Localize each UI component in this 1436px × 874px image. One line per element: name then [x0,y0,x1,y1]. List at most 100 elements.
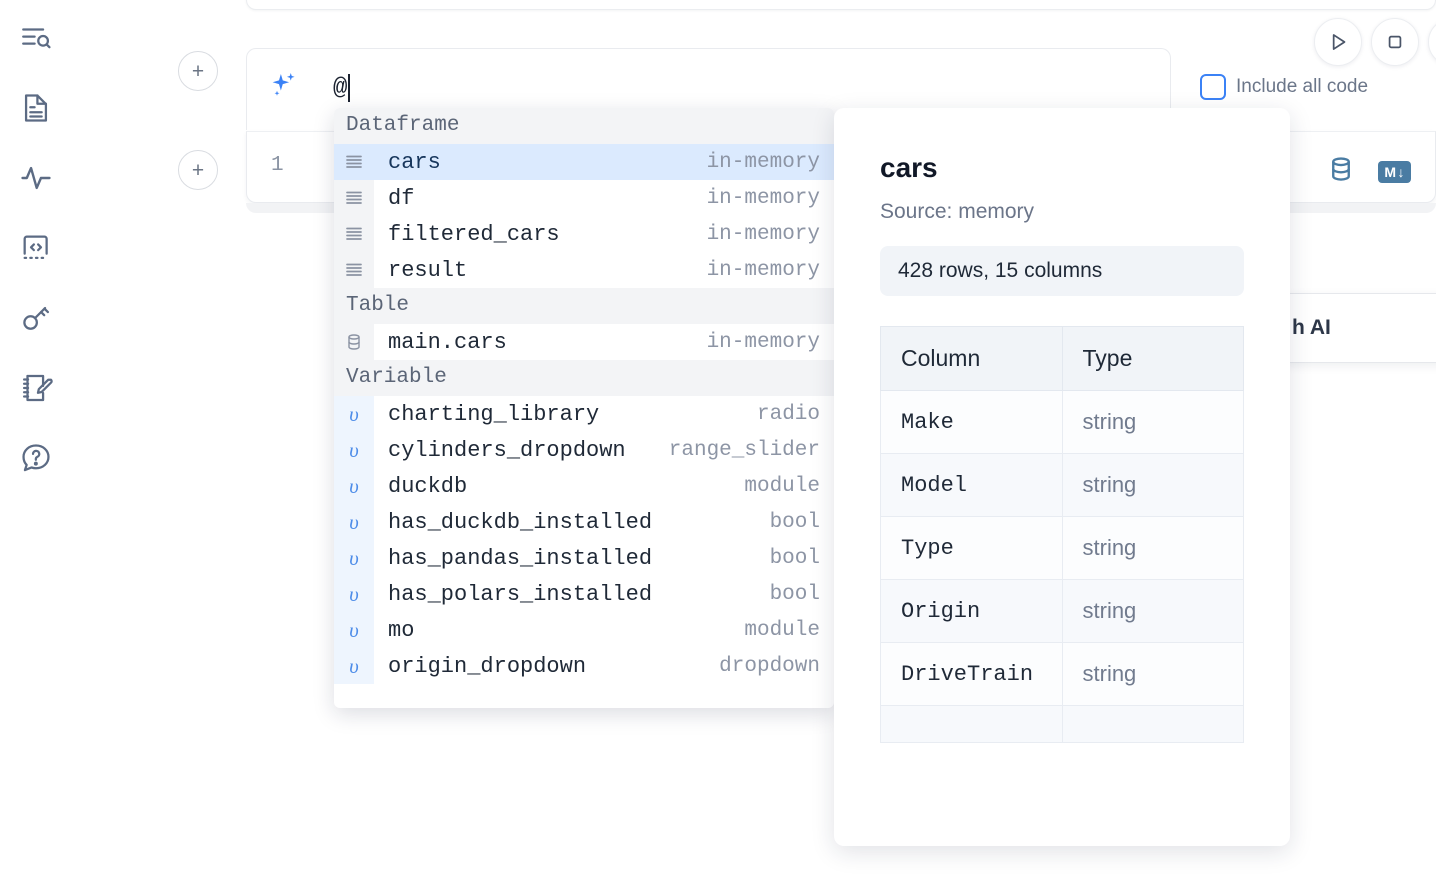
add-cell-button-top[interactable]: + [178,51,218,91]
autocomplete-item-name: mo [388,617,415,643]
database-icon [334,324,374,360]
autocomplete-item[interactable]: υ charting_library radio [334,396,834,432]
doc-column-name [880,705,1063,743]
doc-column-name: Model [880,453,1063,517]
autocomplete-group-header: Table [334,288,834,324]
table-row [880,705,1244,743]
add-cell-button-bottom[interactable]: + [178,150,218,190]
ai-prompt-value: @ [333,74,348,102]
autocomplete-item-name: has_polars_installed [388,581,653,607]
autocomplete-item-name: charting_library [388,401,600,427]
dataframe-rows-icon [334,144,374,180]
markdown-badge-arrow: ↓ [1397,163,1405,180]
variable-upsilon-icon: υ [334,396,374,432]
autocomplete-item-type: in-memory [706,330,820,354]
outline-search-icon[interactable] [14,16,58,60]
autocomplete-item-name: df [388,185,415,211]
doc-column-type: string [1061,642,1244,706]
variable-upsilon-icon: υ [334,504,374,540]
autocomplete-item[interactable]: cars in-memory [334,144,834,180]
variable-upsilon-icon: υ [334,540,374,576]
left-icon-rail [0,0,72,874]
autocomplete-item-type: in-memory [706,150,820,174]
autocomplete-item-type: radio [756,402,820,426]
autocomplete-item-type: bool [769,546,820,570]
autocomplete-item[interactable]: υ origin_dropdown dropdown [334,648,834,684]
run-button[interactable] [1314,18,1362,66]
table-header-row: Column Type [880,326,1244,391]
doc-column-type: string [1061,516,1244,580]
dataframe-rows-icon [334,216,374,252]
generate-with-ai-card[interactable]: h AI [1281,293,1436,363]
markdown-badge[interactable]: M↓ [1378,160,1411,183]
doc-source: Source: memory [880,200,1035,223]
more-actions-button[interactable] [1428,18,1436,66]
scratchpad-edit-icon[interactable] [14,366,58,410]
line-number: 1 [271,154,284,177]
doc-column-type: string [1061,579,1244,643]
code-snippet-icon[interactable] [14,226,58,270]
markdown-badge-letter: M [1384,163,1397,180]
doc-shape-badge: 428 rows, 15 columns [880,246,1244,296]
doc-column-name: Origin [880,579,1063,643]
doc-column-name: DriveTrain [880,642,1063,706]
autocomplete-item-name: has_pandas_installed [388,545,653,571]
autocomplete-item-name: cylinders_dropdown [388,437,626,463]
stop-button[interactable] [1371,18,1419,66]
autocomplete-item[interactable]: υ has_pandas_installed bool [334,540,834,576]
variable-upsilon-icon: υ [334,648,374,684]
autocomplete-item-name: duckdb [388,473,468,499]
cell-above-partial [246,0,1436,10]
doc-column-type: string [1061,453,1244,517]
autocomplete-item-type: bool [769,582,820,606]
cell-output-icons: M↓ [1326,154,1411,189]
autocomplete-item-type: module [744,474,820,498]
key-icon[interactable] [14,296,58,340]
autocomplete-item-name: result [388,257,468,283]
autocomplete-item[interactable]: result in-memory [334,252,834,288]
doc-column-name: Make [880,390,1063,454]
include-all-code-checkbox[interactable] [1200,74,1226,100]
include-all-code-row[interactable]: Include all code [1200,74,1368,100]
autocomplete-item-type: in-memory [706,222,820,246]
variable-upsilon-icon: υ [334,612,374,648]
autocomplete-item-name: origin_dropdown [388,653,587,679]
autocomplete-item-type: in-memory [706,258,820,282]
text-caret [348,74,351,102]
autocomplete-item-type: range_slider [668,438,820,462]
column-header-column: Column [880,326,1063,391]
autocomplete-item-name: filtered_cars [388,221,560,247]
help-question-icon[interactable] [14,436,58,480]
autocomplete-item-name: cars [388,149,441,175]
autocomplete-item-type: dropdown [719,654,820,678]
autocomplete-item[interactable]: υ has_polars_installed bool [334,576,834,612]
autocomplete-item-type: module [744,618,820,642]
column-header-type: Type [1061,326,1244,391]
autocomplete-item-type: bool [769,510,820,534]
autocomplete-group-header: Dataframe [334,108,834,144]
database-icon[interactable] [1326,154,1356,189]
autocomplete-item-name: has_duckdb_installed [388,509,653,535]
variable-upsilon-icon: υ [334,432,374,468]
file-document-icon[interactable] [14,86,58,130]
ai-prompt-input[interactable]: @ [333,71,1033,105]
dataframe-rows-icon [334,252,374,288]
autocomplete-item[interactable]: υ has_duckdb_installed bool [334,504,834,540]
variable-upsilon-icon: υ [334,576,374,612]
autocomplete-item[interactable]: filtered_cars in-memory [334,216,834,252]
include-all-code-label: Include all code [1236,76,1369,97]
autocomplete-item[interactable]: υ cylinders_dropdown range_slider [334,432,834,468]
sparkles-icon [269,70,299,100]
activity-pulse-icon[interactable] [14,156,58,200]
